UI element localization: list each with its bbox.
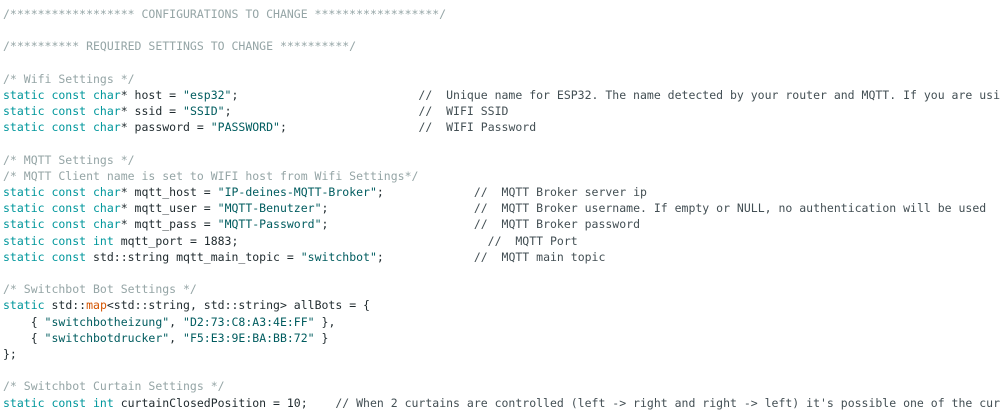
- code-line[interactable]: static std::map<std::string, std::string…: [3, 297, 1007, 313]
- code-text: {: [3, 330, 45, 345]
- string-literal: "PASSWORD": [210, 120, 280, 135]
- code-text: ;: [376, 185, 474, 200]
- code-text: * host =: [120, 87, 184, 102]
- code-text: <std::string, std::string> allBots = {: [106, 298, 370, 313]
- code-text: * ssid =: [120, 104, 184, 119]
- string-literal: "switchbotheizung": [44, 314, 170, 329]
- code-text: * mqtt_host =: [120, 185, 218, 200]
- string-literal: "switchbot": [300, 249, 377, 264]
- string-literal: "switchbotdrucker": [44, 330, 170, 345]
- keyword: static const int: [3, 395, 114, 410]
- string-literal: "SSID": [183, 104, 225, 119]
- code-line[interactable]: static const char* mqtt_pass = "MQTT-Pas…: [3, 216, 1007, 232]
- line-comment: // MQTT Broker server ip: [473, 185, 647, 200]
- comment: /* Switchbot Curtain Settings */: [3, 379, 225, 394]
- code-text: };: [3, 346, 17, 361]
- keyword: static const char: [3, 185, 121, 200]
- code-text: curtainClosedPosition = 10;: [113, 395, 336, 410]
- line-comment: // Unique name for ESP32. The name detec…: [418, 87, 1001, 102]
- code-text: ;: [231, 87, 419, 102]
- code-text: std::string mqtt_main_topic =: [86, 249, 301, 264]
- code-editor[interactable]: /****************** CONFIGURATIONS TO CH…: [3, 6, 1007, 413]
- type-keyword: map: [86, 412, 107, 413]
- code-text: * password =: [120, 120, 211, 135]
- code-text: ,: [169, 314, 184, 329]
- line-comment: // WIFI Password: [418, 120, 537, 135]
- string-literal: "MQTT-Benutzer": [217, 201, 322, 216]
- code-line[interactable]: /* MQTT Settings */: [3, 152, 1007, 168]
- string-literal: "MQTT-Password": [217, 217, 322, 232]
- keyword: static const: [3, 249, 87, 264]
- code-line[interactable]: [3, 265, 1007, 281]
- comment: /* MQTT Client name is set to WIFI host …: [3, 168, 419, 183]
- comment: /* Wifi Settings */: [3, 71, 135, 86]
- code-text: ;: [376, 249, 474, 264]
- line-comment: // MQTT Port: [487, 233, 578, 248]
- line-comment: // WIFI SSID: [418, 104, 509, 119]
- keyword: static const char: [3, 217, 121, 232]
- code-text: std::: [45, 412, 86, 413]
- code-line[interactable]: };: [3, 346, 1007, 362]
- comment: /****************** CONFIGURATIONS TO CH…: [3, 7, 447, 21]
- keyword: static const char: [3, 87, 121, 102]
- code-text: ,: [169, 330, 184, 345]
- line-comment: // MQTT main topic: [473, 249, 606, 264]
- code-text: ;: [224, 104, 419, 119]
- code-line[interactable]: static const char* ssid = "SSID"; // WIF…: [3, 103, 1007, 119]
- code-line[interactable]: static const std::string mqtt_main_topic…: [3, 249, 1007, 265]
- comment: /********** REQUIRED SETTINGS TO CHANGE …: [3, 39, 357, 54]
- comment: /* MQTT Settings */: [3, 152, 135, 167]
- code-line[interactable]: static std::map<std::string, std::string…: [3, 411, 1007, 413]
- code-line[interactable]: static const int mqtt_port = 1883; // MQ…: [3, 233, 1007, 249]
- code-line[interactable]: static const char* host = "esp32"; // Un…: [3, 87, 1007, 103]
- line-comment: // MQTT Broker username. If empty or NUL…: [473, 201, 987, 216]
- code-line[interactable]: /* Switchbot Bot Settings */: [3, 281, 1007, 297]
- code-line[interactable]: /* MQTT Client name is set to WIFI host …: [3, 168, 1007, 184]
- line-comment: // MQTT Broker password: [473, 217, 640, 232]
- code-text: },: [314, 314, 336, 329]
- code-line[interactable]: [3, 55, 1007, 71]
- line-comment: // When 2 curtains are controlled (left …: [335, 395, 1001, 410]
- code-text: * mqtt_user =: [120, 201, 218, 216]
- code-line[interactable]: static const char* mqtt_user = "MQTT-Ben…: [3, 200, 1007, 216]
- keyword: static const int: [3, 233, 114, 248]
- code-text: {: [3, 314, 45, 329]
- code-text: std::: [44, 298, 87, 313]
- keyword: static const char: [3, 120, 121, 135]
- code-text: * mqtt_pass =: [120, 217, 218, 232]
- code-line[interactable]: /********** REQUIRED SETTINGS TO CHANGE …: [3, 38, 1007, 54]
- code-line[interactable]: /* Switchbot Curtain Settings */: [3, 378, 1007, 394]
- code-text: mqtt_port = 1883;: [113, 233, 488, 248]
- code-line[interactable]: static const int curtainClosedPosition =…: [3, 395, 1007, 411]
- keyword: static: [3, 298, 45, 313]
- code-text: ;: [321, 201, 474, 216]
- code-line[interactable]: { "switchbotheizung", "D2:73:C8:A3:4E:FF…: [3, 314, 1007, 330]
- string-literal: "D2:73:C8:A3:4E:FF": [183, 314, 315, 329]
- keyword: static: [3, 412, 45, 413]
- type-keyword: map: [86, 298, 107, 313]
- string-literal: "IP-deines-MQTT-Broker": [217, 185, 377, 200]
- code-line[interactable]: /****************** CONFIGURATIONS TO CH…: [3, 6, 1007, 22]
- code-text: <std::string, std::string> allCurtains =…: [107, 412, 398, 413]
- code-line[interactable]: static const char* mqtt_host = "IP-deine…: [3, 184, 1007, 200]
- keyword: static const char: [3, 201, 121, 216]
- code-text: ;: [321, 217, 474, 232]
- code-text: ;: [279, 120, 419, 135]
- code-line[interactable]: static const char* password = "PASSWORD"…: [3, 119, 1007, 135]
- code-line[interactable]: [3, 22, 1007, 38]
- code-line[interactable]: [3, 136, 1007, 152]
- code-line[interactable]: { "switchbotdrucker", "F5:E3:9E:BA:BB:72…: [3, 330, 1007, 346]
- code-line[interactable]: /* Wifi Settings */: [3, 71, 1007, 87]
- code-line[interactable]: [3, 362, 1007, 378]
- keyword: static const char: [3, 104, 121, 119]
- string-literal: "F5:E3:9E:BA:BB:72": [183, 330, 315, 345]
- string-literal: "esp32": [183, 87, 232, 102]
- code-text: }: [314, 330, 329, 345]
- comment: /* Switchbot Bot Settings */: [3, 282, 197, 297]
